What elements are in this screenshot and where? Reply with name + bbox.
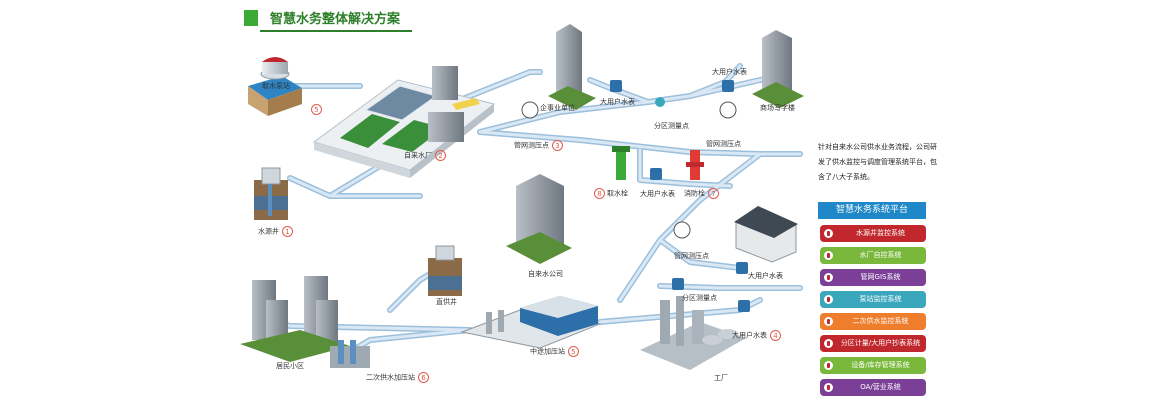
title-underline: [260, 30, 412, 32]
monitor-icon: [824, 273, 833, 282]
factory-illustration: [640, 296, 746, 370]
label-deep-well: 直供井: [436, 298, 457, 306]
water-plant-illustration: [312, 66, 496, 178]
water-company-building-illustration: [506, 174, 572, 264]
label-big-meter-2: 大用户水表: [712, 68, 747, 76]
monitor-icon: [824, 361, 833, 370]
label-water-source: 取水泵站: [262, 82, 290, 90]
label-residential: 居民小区: [276, 362, 304, 370]
label-water-company: 自来水公司: [528, 270, 563, 278]
system-item[interactable]: OA/营业系统: [820, 379, 926, 396]
enterprise-building-illustration: [548, 24, 596, 110]
hydrant-icons: [612, 146, 704, 180]
title-text: 智慧水务整体解决方案: [270, 12, 401, 27]
monitor-icon: [824, 295, 833, 304]
secondary-pump-illustration: [330, 340, 370, 368]
label-enterprise: 企事业单位: [540, 104, 575, 112]
system-label: 二次供水监控系统: [852, 317, 909, 325]
pressure-gauge-icons: [521, 101, 737, 239]
meter-icons: [610, 80, 750, 312]
commercial-building-illustration: [752, 30, 804, 108]
label-big-meter-4: 大用户水表: [748, 272, 783, 280]
section-title: 智慧水务整体解决方案: [244, 8, 414, 34]
mid-pump-illustration: [460, 296, 602, 349]
system-label: 管网GIS系统: [860, 273, 901, 281]
system-label: OA/营业系统: [860, 383, 901, 391]
system-label: 水源井监控系统: [856, 229, 905, 237]
residential-buildings-illustration: [240, 276, 350, 362]
marker-water-source: 5: [308, 104, 322, 115]
label-pipe-pressure-2: 管网测压点: [706, 140, 741, 148]
label-big-meter-1: 大用户水表: [600, 98, 635, 106]
system-item[interactable]: 二次供水监控系统: [820, 313, 926, 330]
system-label: 分区计量/大用户抄表系统: [840, 339, 921, 347]
label-pipe-pressure-3: 管网测压点: [674, 252, 709, 260]
monitor-icon: [824, 229, 833, 238]
label-zone-measure-1: 分区测量点: [654, 122, 689, 130]
system-item[interactable]: 水厂自控系统: [820, 247, 926, 264]
office-building-illustration: [734, 206, 798, 263]
label-big-meter-3: 大用户水表: [640, 190, 675, 198]
monitor-icon: [824, 251, 833, 260]
system-label: 泵站监控系统: [859, 295, 902, 303]
system-item[interactable]: 泵站监控系统: [820, 291, 926, 308]
system-label: 设备/库存管理系统: [851, 361, 910, 369]
label-commercial: 商场写字楼: [760, 104, 795, 112]
label-factory: 工厂: [714, 374, 728, 382]
system-label: 水厂自控系统: [859, 251, 902, 259]
system-item[interactable]: 管网GIS系统: [820, 269, 926, 286]
monitor-icon: [824, 317, 833, 326]
deep-well-illustration: [428, 245, 462, 296]
source-well-illustration: [254, 167, 288, 220]
system-item[interactable]: 水源井监控系统: [820, 225, 926, 242]
platform-description: 针对自来水公司供水业务流程，公司研发了供水监控与调度管理系统平台，包含了八大子系…: [818, 143, 937, 181]
system-item[interactable]: 设备/库存管理系统: [820, 357, 926, 374]
title-marker: [244, 10, 258, 26]
monitor-icon: [824, 383, 833, 392]
water-source-illustration: [248, 57, 302, 116]
label-zone-measure-2: 分区测量点: [682, 294, 717, 302]
monitor-icon: [824, 339, 833, 348]
platform-title: 智慧水务系统平台: [818, 202, 926, 219]
system-item[interactable]: 分区计量/大用户抄表系统: [820, 335, 926, 352]
